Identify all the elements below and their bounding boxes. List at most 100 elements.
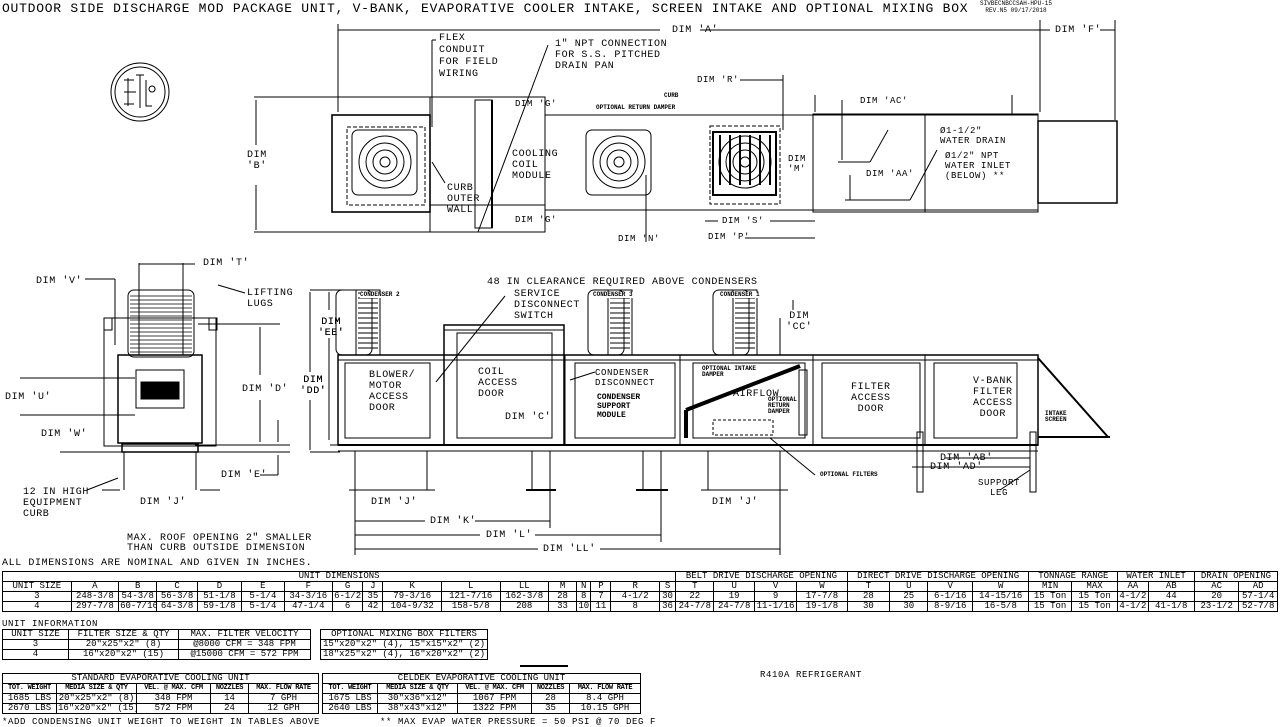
drawing-title: OUTDOOR SIDE DISCHARGE MOD PACKAGE UNIT,… [2,1,969,16]
table-cell: 34-3/16 [283,591,334,602]
revision-date: REV.N5 09/17/2018 [985,7,1047,14]
condenser-2-label: CONDENSER 2 [360,291,400,298]
table-header-row: OPTIONAL MIXING BOX FILTERS [320,629,488,640]
table-title: CELDEK EVAPORATIVE COOLING UNIT [321,673,642,684]
table-cell: 47-1/4 [283,601,334,612]
coil-access-door-label: COIL ACCESS DOOR [478,367,518,400]
equipment-curb-label: 12 IN HIGH EQUIPMENT CURB [23,487,90,520]
table-cell: 17-7/8 [796,591,848,602]
column-header: G [331,581,364,592]
dim-f-label: DIM 'F' [1055,25,1102,36]
weight-footnote: *ADD CONDENSING UNIT WEIGHT TO WEIGHT IN… [2,717,321,727]
table-cell: 64-3/8 [156,601,198,612]
column-header: B [118,581,158,592]
table-cell: 2670 LBS [2,703,57,714]
column-header: VEL. @ MAX. CFM [136,683,211,694]
dim-ll-label: DIM 'LL' [543,544,596,555]
unit-information-title: UNIT INFORMATION [2,619,99,629]
column-header: R [610,581,660,592]
table-cell: 158-5/8 [440,601,501,612]
column-header: M [547,581,578,592]
column-header: MEDIA SIZE & QTY [377,683,458,694]
curb-outer-wall-label: CURB OUTER WALL [447,183,481,216]
column-header: MAX. FILTER VELOCITY [178,629,311,640]
dim-s-label: DIM 'S' [722,216,765,226]
table-cell: 12 GPH [247,703,320,714]
column-header: AC [1193,581,1240,592]
technical-drawing [20,20,1118,555]
table-cell: 51-1/8 [196,591,243,602]
dim-r-label: DIM 'R' [697,75,740,85]
table-cell: 20 [1193,591,1240,602]
table-cell: 5-1/4 [241,601,285,612]
table-cell: 15"x20"x2" (4), 15"x15"x2" (2) [320,639,488,650]
table-cell: 15 Ton [1070,601,1119,612]
dim-ad-label: DIM 'AD' [930,462,983,473]
column-header: K [382,581,442,592]
table-cell: 208 [499,601,549,612]
table-cell: 11-1/16 [753,601,798,612]
etl-logo [110,62,170,122]
table-cell: 7 [590,591,612,602]
table-cell: 3 [2,591,72,602]
table-group-header-row: UNIT DIMENSIONS BELT DRIVE DISCHARGE OPE… [1,571,1279,582]
roof-opening-note: MAX. ROOF OPENING 2" SMALLER THAN CURB O… [127,533,312,554]
column-header: E [241,581,285,592]
dim-k-label: DIM 'K' [430,516,477,527]
water-inlet-label: Ø1/2" NPT WATER INLET (BELOW) ** [945,151,1012,181]
column-header: J [362,581,384,592]
table-cell: 248-3/8 [70,591,120,602]
dim-g-top-label: DIM 'G' [515,99,558,109]
water-pressure-footnote: ** MAX EVAP WATER PRESSURE = 50 PSI @ 70… [380,717,657,727]
table-cell: 28 [846,591,891,602]
dim-dd-side-label: DIM 'DD' [300,375,327,397]
table-cell: 5-1/4 [241,591,285,602]
optional-return-damper-label: OPTIONAL RETURN DAMPER [596,104,676,111]
table-cell: 30"x36"x12" [377,693,458,704]
column-header: P [590,581,612,592]
optional-return-damper-side-label: OPTIONAL RETURN DAMPER [768,396,797,415]
drawing-number: SIVBECNBCCSAH-HPU-15 [980,0,1053,7]
unit-dimensions-title: UNIT DIMENSIONS [1,571,677,582]
condenser-3-label: CONDENSER 3 [593,291,633,298]
condenser-disconnect-label: CONDENSER DISCONNECT [595,368,656,388]
dim-m-label: DIM 'M' [788,154,807,174]
table-cell: 44 [1147,591,1195,602]
airflow-label: AIRFLOW [733,389,780,400]
table-cell: 20"x25"x2" (8) [56,693,137,704]
table-cell: 121-7/16 [440,591,501,602]
table-cell: 4 [2,601,72,612]
water-drain-label: Ø1-1/2" WATER DRAIN [940,126,1007,146]
table-row: 18"x25"x2" (4), 16"x20"x2" (2) [320,649,488,660]
vbank-filter-door-label: V-BANK FILTER ACCESS DOOR [973,376,1013,420]
optional-filters-label: OPTIONAL FILTERS [820,471,878,478]
column-header: S [658,581,677,592]
table-cell: 28 [531,693,570,704]
table-cell: 18"x25"x2" (4), 16"x20"x2" (2) [320,649,488,660]
dim-u-label: DIM 'U' [5,392,52,403]
dim-v-label: DIM 'V' [36,276,83,287]
service-disconnect-label: SERVICE DISCONNECT SWITCH [514,289,581,322]
table-cell: 11 [590,601,612,612]
column-header: VEL. @ MAX. CFM [457,683,532,694]
table-cell: 16-5/8 [971,601,1030,612]
npt-connection-label: 1" NPT CONNECTION FOR S.S. PITCHED DRAIN… [555,39,668,72]
revision-block: SIVBECNBCCSAH-HPU-15 REV.N5 09/17/2018 [980,0,1052,14]
table-cell: 15 Ton [1028,591,1072,602]
table-cell: 35 [362,591,384,602]
table-cell: 1685 LBS [2,693,57,704]
cooling-coil-module-label: COOLING COIL MODULE [512,149,559,182]
column-header: AB [1147,581,1195,592]
column-header: U [889,581,929,592]
condenser-1-label: CONDENSER 1 [720,291,760,298]
column-header: V [927,581,973,592]
clearance-note: 48 IN CLEARANCE REQUIRED ABOVE CONDENSER… [487,277,758,288]
